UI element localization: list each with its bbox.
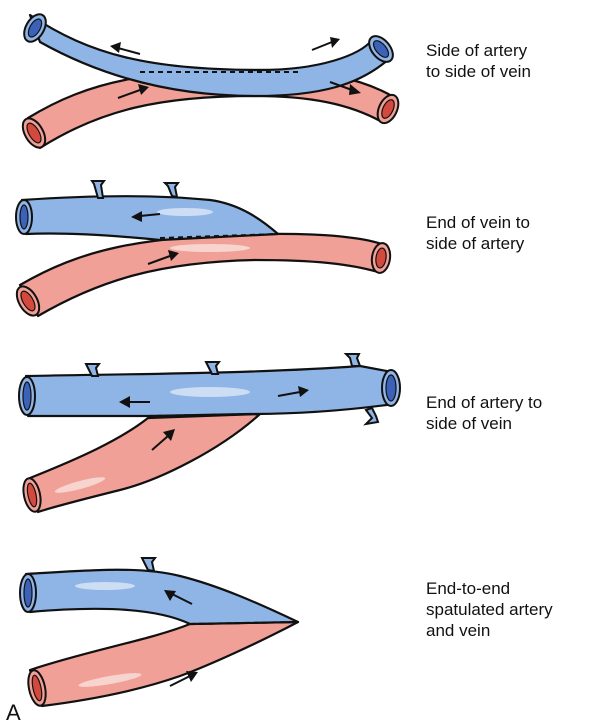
diagram-end-to-end-spatulated <box>20 558 298 707</box>
diagram-end-artery-side-vein <box>19 354 400 513</box>
artery-4 <box>30 622 298 706</box>
vein-2 <box>22 196 278 240</box>
artery-3 <box>30 414 260 512</box>
caption-end-vein-side-artery: End of vein to side of artery <box>426 212 530 254</box>
caption-end-to-end: End-to-end spatulated artery and vein <box>426 578 553 641</box>
caption-end-artery-side-vein: End of artery to side of vein <box>426 392 542 434</box>
diagram-side-to-side <box>18 11 402 152</box>
panel-label: A <box>6 700 21 726</box>
caption-side-to-side: Side of artery to side of vein <box>426 40 531 82</box>
diagram-end-vein-side-artery <box>12 181 392 319</box>
vein-4 <box>26 570 298 624</box>
